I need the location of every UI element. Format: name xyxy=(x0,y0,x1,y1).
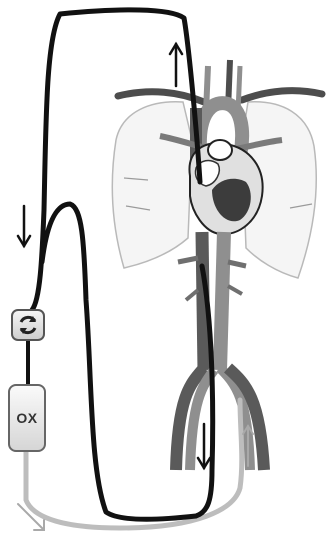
oxygenator-label: OX xyxy=(16,410,37,426)
subclavian-left xyxy=(242,91,322,100)
renal-branch-left xyxy=(228,262,246,266)
aortic-valve xyxy=(208,140,232,160)
arterial-return-line xyxy=(26,400,242,528)
inferior-vena-cava xyxy=(202,232,204,370)
oxygenator: OX xyxy=(8,384,46,452)
right-lung xyxy=(112,102,192,268)
arrow-down-icon-femoral xyxy=(198,424,210,468)
arrow-up-icon xyxy=(170,44,182,86)
mesenteric-branch xyxy=(186,290,198,300)
centrifugal-pump xyxy=(11,309,45,341)
renal-branch-right xyxy=(178,258,198,262)
descending-aorta xyxy=(220,232,224,370)
iliac-femoral-vessels xyxy=(176,368,264,470)
mesenteric-branch-2 xyxy=(228,286,242,294)
circular-arrows-icon xyxy=(16,313,40,337)
arrow-down-icon xyxy=(18,206,30,246)
